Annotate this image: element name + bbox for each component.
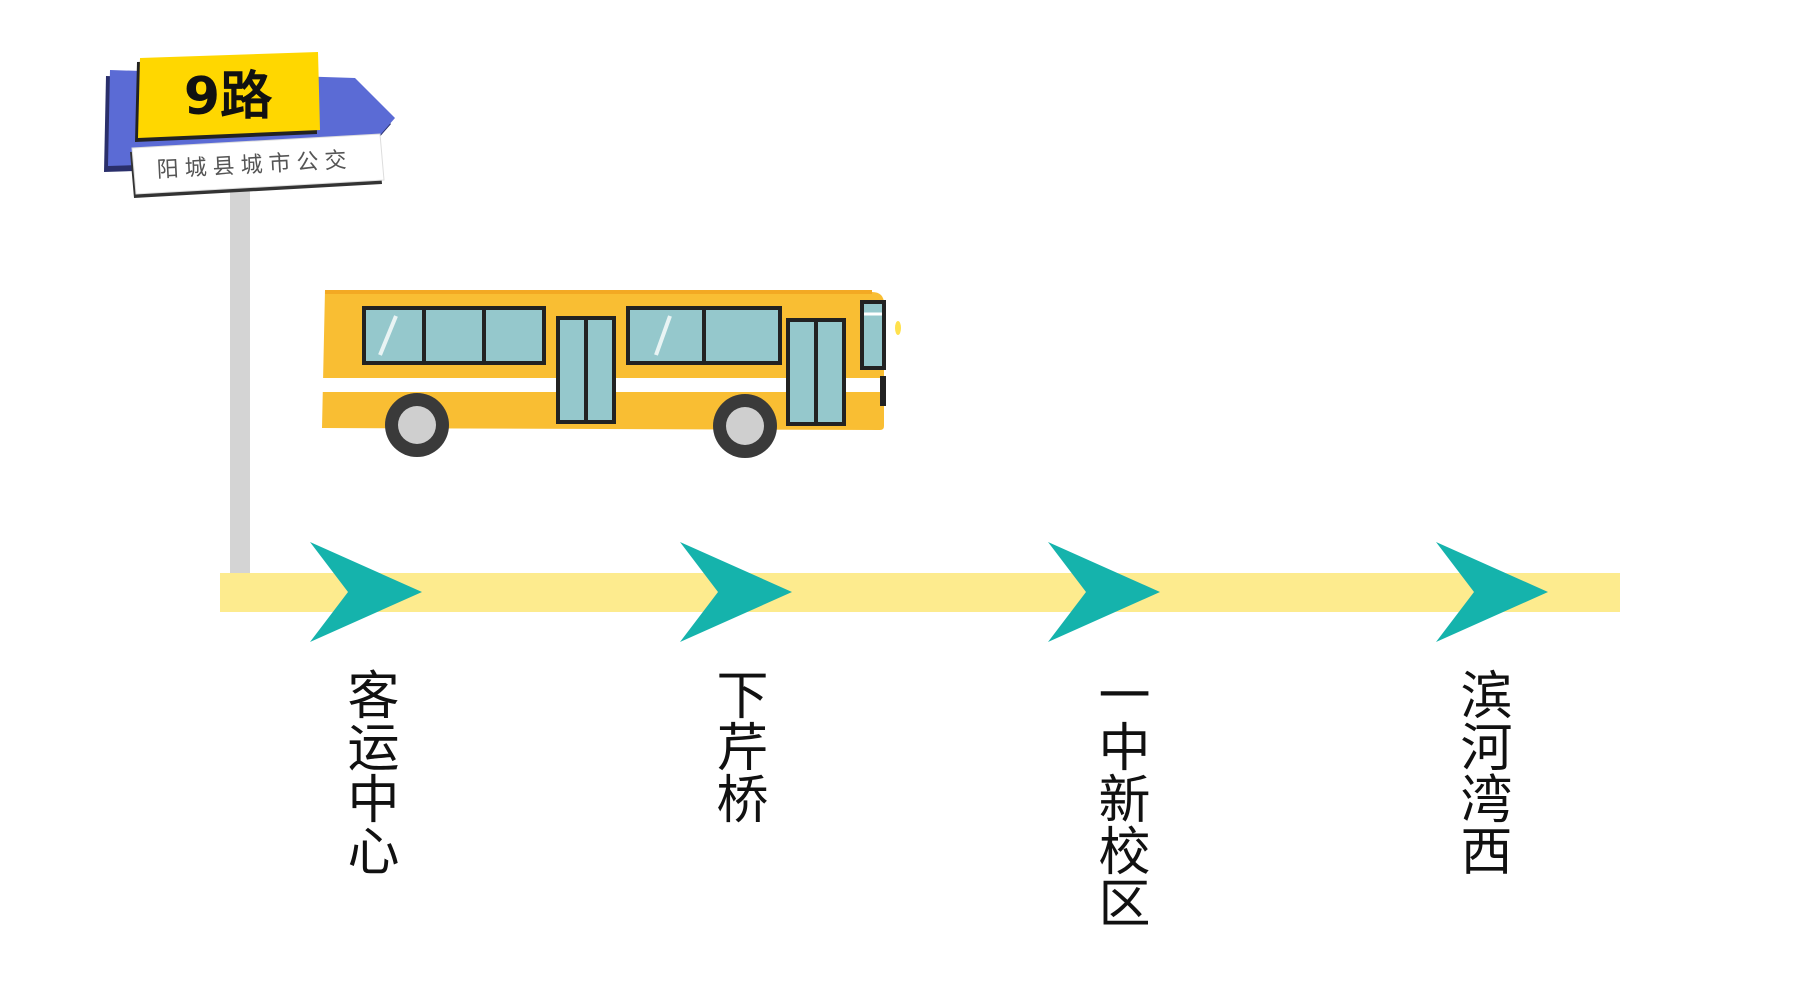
direction-arrow <box>1048 542 1160 642</box>
bus-window <box>422 306 486 365</box>
direction-arrow <box>680 542 792 642</box>
bus-bumper <box>880 376 886 406</box>
operator-plate: 阳城县城市公交 <box>130 133 385 198</box>
stop-label-3: 一中新校区 <box>1089 668 1149 928</box>
stop-label-2: 下芹桥 <box>707 668 767 824</box>
stop-label-4: 滨河湾西 <box>1451 668 1511 876</box>
bus-window <box>482 306 546 365</box>
bus-window <box>702 306 782 365</box>
sign-pole <box>230 180 250 580</box>
bus-illustration <box>322 290 901 458</box>
route-number: 9路 <box>184 67 273 127</box>
route-track <box>220 573 1620 612</box>
route-number-plate: 9路 <box>135 52 320 142</box>
stop-label-1: 客运中心 <box>338 668 398 876</box>
bus-roof-line <box>325 290 872 294</box>
bus-window <box>626 306 706 365</box>
direction-arrow <box>310 542 422 642</box>
bus-wheel <box>713 394 777 458</box>
bus-headlight <box>895 321 901 335</box>
bus-wheel <box>385 393 449 457</box>
direction-arrow <box>1436 542 1548 642</box>
bus-windshield <box>860 300 886 370</box>
